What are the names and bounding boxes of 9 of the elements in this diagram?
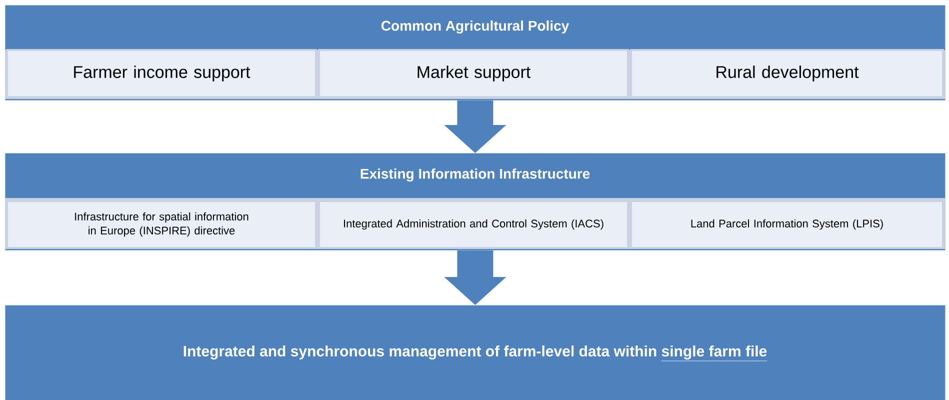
block-arrow: [444, 100, 506, 153]
text-box: Farmer income support: [6, 49, 317, 98]
text-box: Land Parcel Information System (LPIS): [630, 200, 944, 249]
block-arrow: [444, 250, 506, 305]
text-box: Infrastructure for spatial information in Europe (INSPIRE) directive: [6, 200, 317, 249]
text-box: Integrated Administration and Control System (IACS): [318, 200, 629, 249]
band: Integrated and synchronous management of farm-level data within single farm file: [5, 305, 946, 400]
text-box: Rural development: [630, 49, 944, 98]
text-box: Market support: [318, 49, 629, 98]
